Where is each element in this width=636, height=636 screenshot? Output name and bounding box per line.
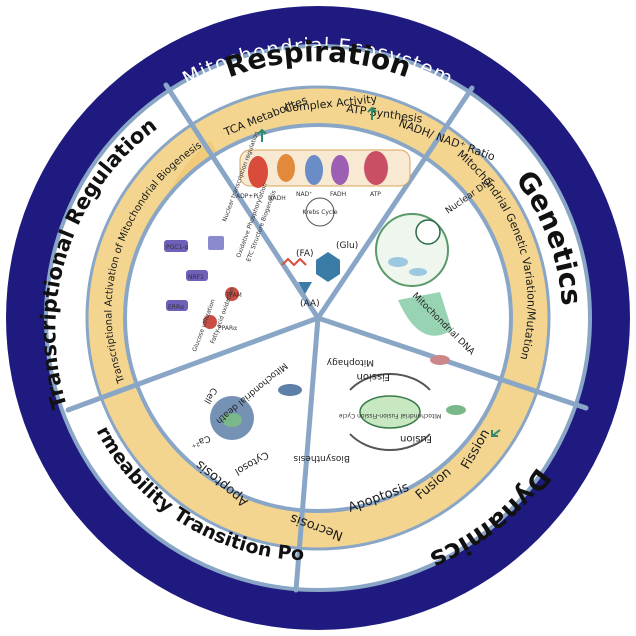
- label-pgc1a: PGC1-α: [166, 244, 188, 251]
- label-ppara: PPARα: [218, 325, 237, 332]
- label-fa: (FA): [296, 249, 314, 259]
- label-nadh: NADH: [268, 195, 286, 202]
- band-ring: [88, 88, 548, 548]
- cycle-arrow-icon: [349, 433, 431, 451]
- fusion-fission-cycle-icon: [359, 395, 421, 429]
- label-fadh: FADH: [330, 191, 346, 198]
- mitochondrion-icon: [430, 355, 450, 365]
- band-outer-outline: [85, 85, 551, 551]
- label-cycle: Mitochondrial Fusion-Fission Cycle: [339, 412, 442, 419]
- dynamics-art: Mitochondrial Fusion-Fission Cycle Fissi…: [293, 355, 466, 463]
- mitochondrion-zoom-icon: [398, 292, 452, 336]
- label-tfam: TFAM: [225, 292, 242, 299]
- respiration-art: NADH ATP NAD⁺ FADH ADP+Pi Krebs Cycle (F…: [236, 149, 411, 309]
- arrow-icon: [491, 429, 501, 437]
- tfam-icon: [225, 287, 239, 301]
- mitochondrion-icon: [409, 268, 427, 276]
- krebs-cycle-icon: [305, 197, 335, 227]
- label-atp: ATP: [370, 191, 381, 198]
- divider-ptp-transcription: [65, 315, 321, 413]
- label-nad: NAD⁺: [296, 191, 312, 198]
- complex-ii-icon: [277, 154, 295, 182]
- inner-disc-border: [44, 44, 592, 592]
- fatty-acid-icon: [281, 257, 307, 267]
- complex-iii-icon: [305, 155, 323, 185]
- mitochondrion-icon: [388, 257, 408, 267]
- label-krebs: Krebs Cycle: [302, 209, 338, 216]
- label-nrf1: NRF1: [188, 274, 204, 281]
- label-aa: (AA): [300, 299, 320, 309]
- label-fission-art: Fission: [357, 371, 390, 382]
- ppara-icon: [203, 315, 217, 329]
- label-mitophagy: Mitophagy: [326, 357, 374, 367]
- mitochondrion-icon: [446, 405, 466, 415]
- complex-i-icon: [248, 156, 268, 188]
- complex-box: [208, 236, 224, 250]
- inner-circle-outline: [123, 123, 513, 513]
- label-fusion-art: Fusion: [400, 433, 432, 444]
- cycle-arrow-icon: [349, 373, 431, 391]
- label-erra: ERRα: [168, 304, 184, 311]
- band-arrows: [257, 106, 501, 437]
- divider-genetics-dynamics: [315, 315, 589, 411]
- nucleus-icon: [415, 219, 441, 245]
- label-biosynthesis: Biosynthesis: [293, 453, 350, 463]
- electron-transport-complexes: [248, 151, 388, 188]
- mitochondrion-icon: [278, 384, 302, 396]
- atp-synthase-icon: [364, 151, 388, 185]
- nrf1-box: [186, 270, 208, 281]
- amino-acid-icon: [298, 282, 312, 294]
- pgc1a-box: [164, 240, 188, 252]
- label-glu: (Glu): [336, 241, 358, 251]
- arrow-up-icon: [367, 106, 377, 120]
- divider-dynamics-ptp: [293, 315, 321, 593]
- label-adp: ADP+Pi: [236, 193, 259, 200]
- mitochondrion-icon: [222, 413, 242, 427]
- arrow-up-icon: [257, 128, 267, 142]
- complex-iv-icon: [331, 155, 349, 185]
- erra-box: [166, 300, 188, 311]
- glucose-hexagon-icon: [316, 252, 340, 282]
